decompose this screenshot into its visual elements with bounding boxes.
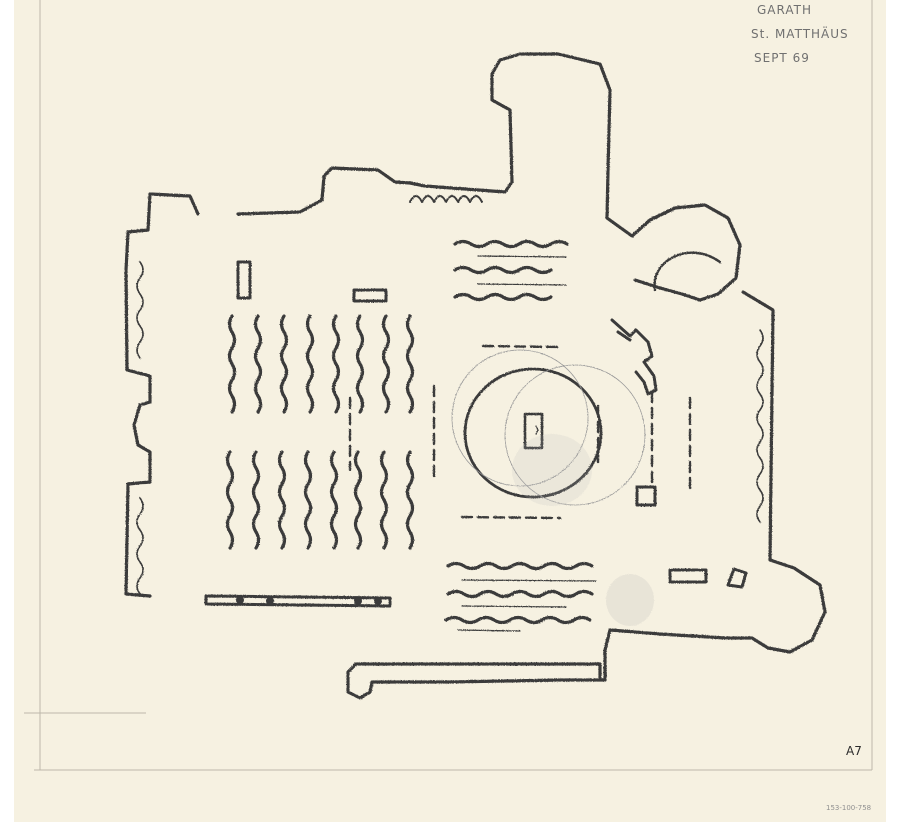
pews-south (444, 561, 594, 625)
drawing-frame (24, 0, 873, 771)
altar-cross-mark (535, 425, 539, 435)
church-name-annotation: St. MATTHÄUS (751, 27, 849, 41)
lectern-west (236, 260, 252, 300)
outer-wall-main (236, 52, 827, 700)
pews-south-guides (457, 579, 597, 632)
bench-east-small (668, 568, 708, 584)
font-basin (635, 485, 657, 507)
inner-wall-west-wavy (136, 261, 144, 595)
faint-circle-right (504, 364, 646, 506)
paper-margin-right (886, 0, 900, 822)
altar-dashed-lines (348, 344, 692, 520)
wall-inner-east (756, 329, 764, 523)
choir-group (610, 318, 658, 396)
pews-west-lower (225, 450, 415, 550)
south-bench (204, 594, 392, 608)
pews-west-upper (227, 314, 415, 414)
bench-west-small (352, 288, 388, 303)
pews-north (453, 239, 569, 302)
smudge-altar (512, 434, 592, 506)
smudge-south (606, 574, 654, 626)
place-annotation: GARATH (757, 3, 812, 17)
south-bench-posts (236, 596, 382, 605)
date-annotation: SEPT 69 (754, 51, 810, 65)
sheet-number: A7 (846, 744, 862, 758)
archive-number: 153-100-758 (826, 804, 872, 812)
paper-sheet (14, 0, 886, 822)
chair-east (726, 567, 748, 589)
north-facade-wavy (409, 195, 483, 203)
chapel-apse-inner (653, 251, 722, 292)
outer-wall-west (124, 192, 200, 598)
pews-north-guides (477, 255, 567, 286)
